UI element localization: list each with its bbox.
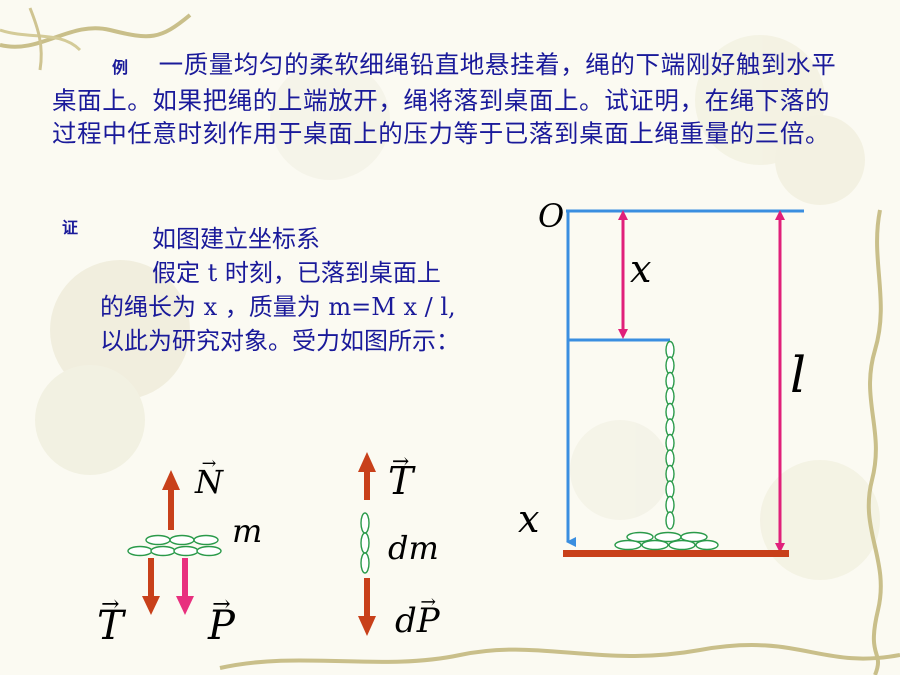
rope-bead	[665, 511, 675, 530]
l-length-label: l	[790, 346, 806, 404]
normal-force-label: N	[195, 456, 223, 498]
weight-force-label: P	[208, 594, 235, 646]
table-surface	[563, 550, 789, 557]
proof-line-2: 假定 t 时刻，已落到桌面上	[152, 259, 441, 287]
proof-line-3: 的绳长为 x ，质量为 m=M x / l,	[100, 293, 456, 321]
hanging-rope	[665, 340, 675, 530]
proof-line-4: 以此为研究对象。受力如图所示：	[100, 327, 460, 355]
dm-label: dm	[388, 529, 439, 567]
problem-text: 一质量均匀的柔软细绳铅直地悬挂着，绳的下端刚好触到水平桌面上。如果把绳的上端放开…	[52, 50, 837, 148]
mass-m-label: m	[232, 512, 263, 550]
proof-line-1: 如图建立坐标系	[152, 225, 320, 253]
tension-dm-label: T	[388, 451, 414, 500]
problem-label: 例	[112, 58, 129, 77]
problem-statement: 例一质量均匀的柔软细绳铅直地悬挂着，绳的下端刚好触到水平桌面上。如果把绳的上端放…	[52, 48, 852, 150]
origin-label: O	[538, 197, 565, 235]
tension-force-label: T	[97, 594, 124, 646]
proof-label: 证	[62, 218, 79, 237]
proof-text: 如图建立坐标系 假定 t 时刻，已落到桌面上 的绳长为 x ，质量为 m=M x…	[100, 222, 540, 358]
piled-rope	[614, 531, 719, 551]
x-length-label: x	[630, 247, 652, 291]
x-axis-label: x	[518, 497, 540, 541]
dP-label: dP	[395, 594, 440, 638]
